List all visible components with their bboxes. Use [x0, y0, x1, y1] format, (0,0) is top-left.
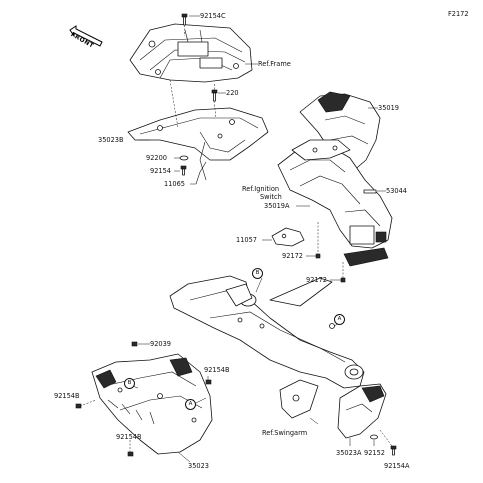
- clip-92172-b: [330, 262, 346, 283]
- bolt-92154B-a: [75, 399, 97, 409]
- label-92172-b: 92172: [306, 276, 327, 284]
- label-92154C: 92154C: [200, 12, 226, 20]
- bolt-220: [211, 84, 226, 102]
- cover-35023: [91, 353, 213, 463]
- label-ref-swingarm: Ref.Swingarm: [262, 429, 308, 437]
- figure-code: F2172: [448, 10, 469, 18]
- washer-92200: [174, 155, 189, 161]
- label-35023A: 35023A: [336, 449, 362, 457]
- bracket-11057: [262, 227, 305, 247]
- label-92154B-a: 92154B: [54, 392, 80, 400]
- label-53044: 53044: [386, 187, 407, 195]
- label-35019A: 35019A: [264, 202, 290, 210]
- label-ref-ignition-2: Switch: [260, 193, 282, 201]
- bolt-92154B-b: [205, 376, 212, 385]
- label-ref-frame: Ref.Frame: [258, 60, 291, 68]
- callout-a-1: A: [334, 314, 345, 325]
- bolt-92154: [174, 165, 187, 176]
- label-92154A: 92154A: [384, 462, 410, 470]
- swingarm: [169, 275, 365, 425]
- label-92154: 92154: [150, 167, 171, 175]
- label-35023B: 35023B: [98, 136, 124, 144]
- label-92154B-b: 92154B: [204, 366, 230, 374]
- front-arrow-icon: [69, 25, 103, 47]
- label-92200: 92200: [146, 154, 167, 162]
- cable-11065: [190, 161, 207, 185]
- callout-b-2: B: [124, 378, 135, 389]
- label-35023: 35023: [188, 462, 209, 470]
- label-92152: 92152: [364, 449, 385, 457]
- label-11057: 11057: [236, 236, 257, 244]
- bolt-92154A: [379, 429, 397, 456]
- rear-frame: [129, 23, 258, 83]
- callout-b-1: B: [252, 268, 263, 279]
- label-35019: 35019: [378, 104, 399, 112]
- label-92154B-c: 92154B: [116, 433, 142, 441]
- label-92172-a: 92172: [282, 252, 303, 260]
- label-11065: 11065: [164, 180, 185, 188]
- bolt-92154B-c: [127, 440, 134, 457]
- label-220: 220: [226, 89, 239, 97]
- bracket-35023B: [127, 79, 269, 181]
- label-92039: 92039: [150, 340, 171, 348]
- label-ref-ignition-1: Ref.Ignition: [242, 185, 280, 193]
- fender-35019A: [277, 139, 393, 267]
- washer-92152: [370, 434, 378, 446]
- chain-guard-35023A: [337, 383, 387, 446]
- clip-92172-a: [306, 222, 321, 259]
- bolt-92039: [131, 341, 150, 347]
- pin-53044: [363, 189, 386, 194]
- callout-a-2: A: [185, 399, 196, 410]
- bolt-92154C: [181, 13, 200, 36]
